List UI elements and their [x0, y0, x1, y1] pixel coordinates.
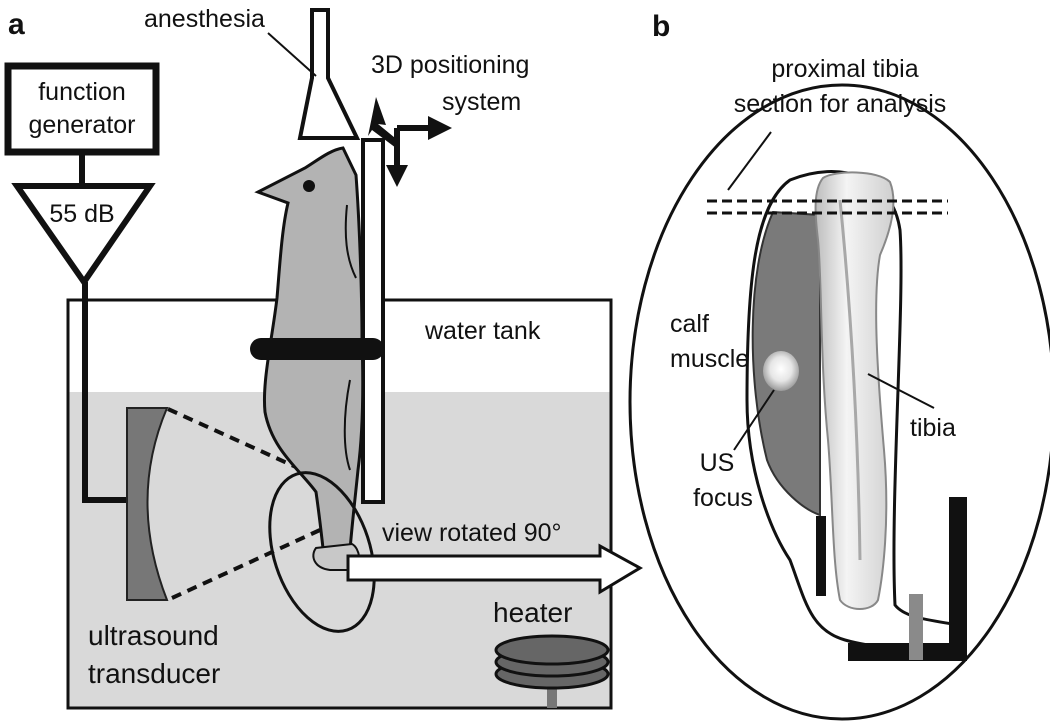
mouse-eye — [303, 180, 315, 192]
function-generator-label-2: generator — [28, 111, 135, 139]
section-leader — [727, 131, 772, 191]
positioning-arrows — [368, 97, 452, 187]
restraint-band — [250, 338, 384, 360]
mouse-foreleg — [344, 204, 357, 279]
clamp-right-vertical — [949, 497, 967, 659]
anesthesia-leader — [267, 32, 317, 77]
mouse-hindleg — [343, 379, 351, 471]
section-label-2: section for analysis — [734, 90, 947, 118]
clamp-pin — [909, 594, 923, 660]
calf-label-2: muscle — [670, 345, 749, 373]
positioning-label-1: 3D positioning — [371, 51, 529, 79]
function-generator-label-1: function — [38, 78, 126, 106]
view-rotated-label: view rotated 90° — [382, 519, 562, 547]
panel-a-letter: a — [8, 8, 25, 41]
holder-plate — [361, 138, 385, 504]
transducer-label-1: ultrasound — [88, 620, 219, 651]
focus-label-2: focus — [693, 484, 753, 512]
view-rotated-arrow — [346, 543, 644, 595]
positioning-label-2: system — [442, 88, 521, 116]
tank-outline — [66, 298, 613, 710]
clamp-base — [848, 643, 967, 661]
tibia-label: tibia — [910, 414, 956, 442]
focus-leader — [733, 389, 775, 451]
analysis-section-lines — [707, 199, 948, 215]
section-label-1: proximal tibia — [771, 55, 918, 83]
ultrasound-transducer — [126, 407, 169, 601]
calf-label-1: calf — [670, 310, 709, 338]
amplifier-triangle — [11, 183, 156, 288]
anesthesia-label: anesthesia — [144, 5, 265, 33]
function-generator-box — [4, 62, 160, 156]
amplifier-gain-label: 55 dB — [49, 200, 114, 228]
us-focus-spot — [763, 351, 799, 391]
transducer-label-2: transducer — [88, 658, 220, 689]
heater-label: heater — [493, 597, 572, 628]
anesthesia-tube — [297, 8, 361, 140]
clamp-left — [816, 516, 826, 596]
signal-cable — [79, 152, 127, 503]
focus-label-1: US — [700, 449, 735, 477]
tibia-shading — [838, 199, 862, 561]
heater — [494, 634, 610, 708]
magnified-view-ellipse — [628, 83, 1050, 721]
tibia-leader — [867, 373, 935, 409]
leg-highlight-ellipse — [268, 471, 376, 633]
water-tank-label: water tank — [424, 317, 541, 345]
panel-b-letter: b — [652, 10, 670, 43]
